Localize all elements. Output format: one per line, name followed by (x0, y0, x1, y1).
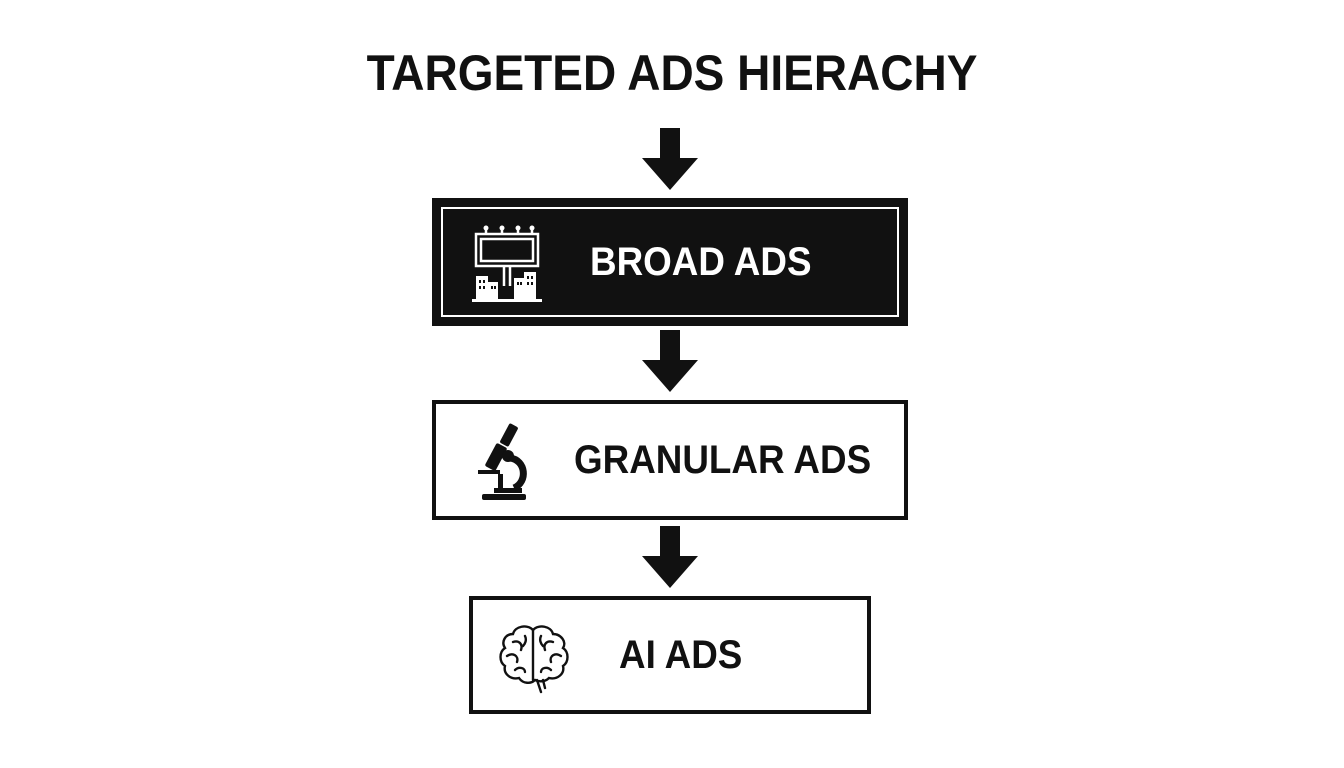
level-broad-ads: BROAD ADS (432, 198, 908, 326)
level-label: BROAD ADS (590, 239, 812, 284)
microscope-icon (478, 423, 527, 500)
level-label: GRANULAR ADS (574, 437, 872, 482)
down-arrow-2 (642, 330, 698, 392)
down-arrow-3 (642, 526, 698, 588)
level-label: AI ADS (619, 632, 743, 677)
down-arrow-1 (642, 128, 698, 190)
brain-icon (499, 625, 569, 694)
level-granular-ads: GRANULAR ADS (432, 400, 908, 520)
level-ai-ads: AI ADS (469, 596, 871, 714)
diagram-title: TARGETED ADS HIERACHY (366, 45, 978, 101)
billboard-city-icon (472, 225, 542, 302)
